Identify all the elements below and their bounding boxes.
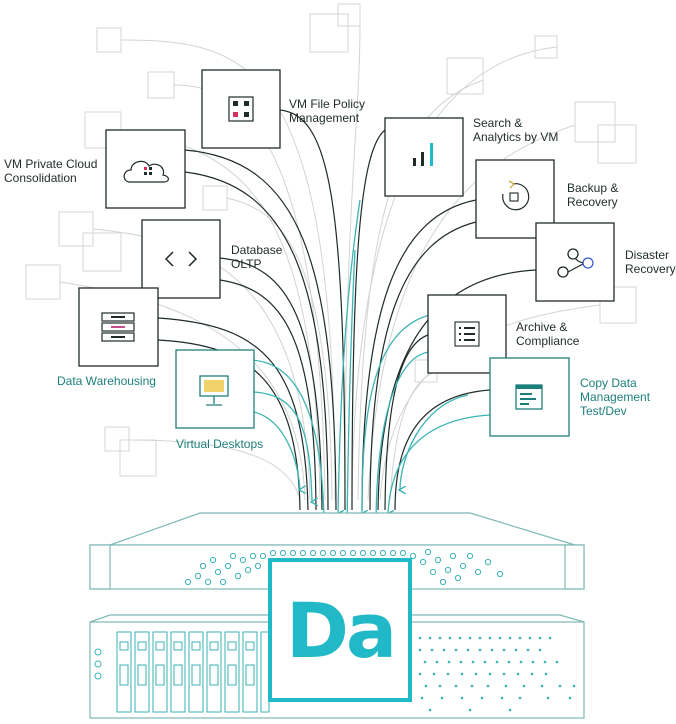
label-vm-file-policy: VM File Policy Management — [289, 97, 366, 125]
icon-copy-data — [489, 357, 570, 437]
label-backup-recovery: Backup & Recovery — [567, 181, 619, 209]
teal-arrows — [247, 199, 491, 528]
label-virtual-desktops: Virtual Desktops — [176, 437, 264, 451]
icon-disaster-recovery — [535, 222, 615, 302]
icon-cloud — [105, 129, 186, 209]
label-vm-private-cloud: VM Private Cloud Consolidation — [4, 157, 98, 185]
icon-data-warehousing — [78, 287, 159, 367]
icon-search-analytics — [384, 117, 464, 197]
label-copy-data: Copy Data Management Test/Dev — [580, 376, 651, 418]
vent-dots — [418, 636, 576, 712]
label-database-oltp: Database OLTP — [231, 243, 283, 271]
da-logo-text: Da — [285, 585, 397, 675]
icon-database-oltp — [141, 219, 221, 299]
connection-curves — [157, 109, 537, 511]
label-disaster-recovery: Disaster Recovery — [625, 248, 676, 276]
da-logo — [268, 558, 412, 702]
label-archive-compliance: Archive & Compliance — [516, 320, 580, 348]
vent-holes — [184, 548, 504, 586]
icon-vm-file-policy — [201, 69, 281, 149]
label-search-analytics: Search & Analytics by VM — [473, 116, 559, 144]
drive-bays — [94, 631, 270, 713]
icon-virtual-desktops — [175, 349, 255, 429]
label-data-warehousing: Data Warehousing — [57, 374, 156, 388]
